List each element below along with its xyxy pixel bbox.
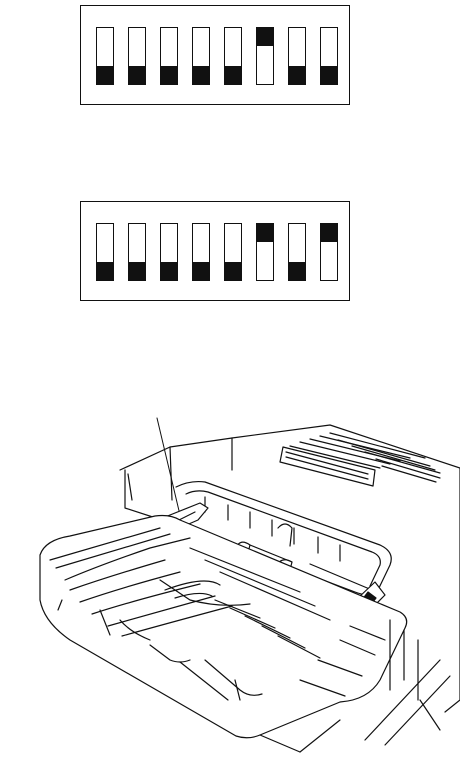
paper-tray	[40, 516, 407, 738]
dip-switch-2-down	[128, 223, 146, 281]
dip-switch-1-down	[96, 27, 114, 85]
dip-switch-panel-bottom	[80, 201, 350, 301]
dip-switch-knob	[193, 66, 209, 84]
dip-switch-6-up	[256, 27, 274, 85]
vent-grille	[280, 433, 440, 486]
dip-switch-knob	[257, 28, 273, 46]
dip-switch-5-down	[224, 223, 242, 281]
callout-leader-line	[157, 418, 180, 515]
dip-switch-4-down	[192, 223, 210, 281]
dip-switch-knob	[225, 262, 241, 280]
dip-switch-6-up	[256, 223, 274, 281]
dip-switch-8-down	[320, 27, 338, 85]
dip-switch-1-down	[96, 223, 114, 281]
dip-switch-2-down	[128, 27, 146, 85]
dip-switch-3-down	[160, 27, 178, 85]
dip-switch-knob	[129, 66, 145, 84]
dip-switch-knob	[257, 224, 273, 242]
dip-switch-knob	[289, 262, 305, 280]
dip-switch-4-down	[192, 27, 210, 85]
dip-switch-7-down	[288, 27, 306, 85]
dip-switch-knob	[321, 66, 337, 84]
dip-switch-knob	[161, 262, 177, 280]
printer-tray-illustration	[0, 405, 460, 760]
dip-switch-knob	[97, 66, 113, 84]
dip-switch-knob	[129, 262, 145, 280]
dip-switch-8-up	[320, 223, 338, 281]
dip-switch-panel-top	[80, 5, 350, 105]
dip-switch-knob	[225, 66, 241, 84]
dip-switch-knob	[289, 66, 305, 84]
dip-switch-3-down	[160, 223, 178, 281]
dip-switch-knob	[97, 262, 113, 280]
dip-switch-5-down	[224, 27, 242, 85]
dip-switch-knob	[193, 262, 209, 280]
dip-switch-knob	[161, 66, 177, 84]
dip-switch-7-down	[288, 223, 306, 281]
dip-switch-knob	[321, 224, 337, 242]
